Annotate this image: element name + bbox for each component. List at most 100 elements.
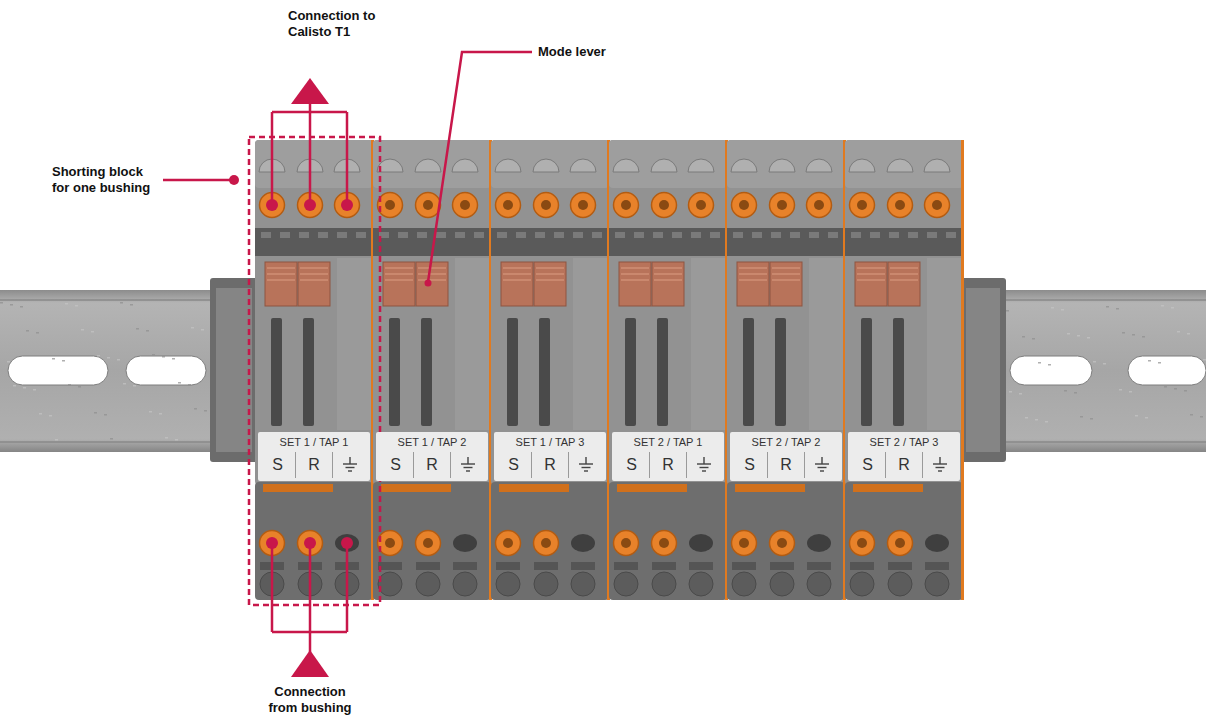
- channel-notch: [771, 232, 781, 238]
- channel-notch: [592, 232, 602, 238]
- speckle: [165, 437, 168, 439]
- spring-release: [888, 531, 913, 556]
- channel-notch: [946, 232, 956, 238]
- wire-entry: [770, 562, 794, 570]
- terminal-block: [491, 140, 610, 600]
- test-slot: [625, 318, 636, 426]
- wire-entry: [689, 562, 713, 570]
- earth-cell: [568, 452, 604, 478]
- release-hole: [739, 538, 749, 548]
- spring-release: [496, 531, 521, 556]
- callout-label: Connection from bushing: [260, 684, 360, 716]
- release-hole: [305, 538, 315, 548]
- release-hole: [857, 200, 867, 210]
- release-hole: [932, 200, 942, 210]
- lever-grip: [385, 273, 413, 275]
- speckle: [1077, 335, 1080, 337]
- lever-grip: [503, 267, 531, 269]
- release-hole: [621, 200, 631, 210]
- block-top-cap: [491, 140, 609, 188]
- marking-row: SR: [496, 452, 604, 478]
- channel-notch: [417, 232, 427, 238]
- spring-release: [850, 531, 875, 556]
- test-slot: [421, 318, 432, 426]
- block-lower-body: [727, 482, 845, 600]
- channel-notch: [337, 232, 347, 238]
- speckle: [68, 384, 71, 386]
- terminal-block: [609, 140, 728, 600]
- spring-release: [770, 193, 795, 218]
- screw-opening: [924, 159, 950, 172]
- speckle: [1032, 338, 1035, 340]
- speckle: [75, 305, 78, 307]
- block-top-cap: [609, 140, 727, 188]
- speckle: [1080, 416, 1083, 418]
- block-lower-body: [845, 482, 963, 600]
- speckle: [7, 361, 10, 363]
- earth-stroke: [700, 467, 709, 468]
- earth-cell: [922, 452, 958, 478]
- mode-lever: [652, 262, 684, 306]
- channel-notch: [927, 232, 937, 238]
- speckle: [1164, 386, 1167, 388]
- speckle: [1067, 333, 1070, 335]
- mode-lever: [855, 262, 887, 306]
- speckle: [1184, 390, 1187, 392]
- wire-opening: [496, 572, 520, 596]
- channel-notch: [870, 232, 880, 238]
- earth-opening: [453, 534, 477, 552]
- release-hole: [503, 538, 513, 548]
- channel-notch: [691, 232, 701, 238]
- mode-lever: [383, 262, 415, 306]
- mode-lever: [619, 262, 651, 306]
- lower-orange-edge: [735, 484, 805, 492]
- spring-release: [571, 193, 596, 218]
- channel-notch: [554, 232, 564, 238]
- jumper-channel: [609, 228, 727, 256]
- earth-stroke: [464, 467, 473, 468]
- channel-notch: [356, 232, 366, 238]
- terminal-marking: R: [413, 452, 449, 478]
- earth-stroke: [820, 470, 824, 471]
- channel-notch: [851, 232, 861, 238]
- terminal-marking: S: [850, 452, 885, 478]
- end-clamp: [960, 278, 1006, 462]
- earth-stroke: [584, 470, 588, 471]
- release-hole: [814, 200, 824, 210]
- lower-orange-edge: [381, 484, 451, 492]
- release-hole: [621, 538, 631, 548]
- strip-title: SET 1 / TAP 2: [378, 435, 486, 450]
- speckle: [1045, 421, 1048, 423]
- speckle: [107, 357, 110, 359]
- spring-release: [807, 193, 832, 218]
- strip-title: SET 1 / TAP 3: [496, 435, 604, 450]
- speckle: [13, 385, 16, 387]
- speckle: [65, 303, 68, 305]
- orange-separator: [961, 140, 964, 600]
- spring-release: [614, 531, 639, 556]
- connection-wire: [309, 543, 312, 632]
- end-clamp: [210, 278, 258, 462]
- block-upper-body: [845, 140, 963, 485]
- release-hole: [659, 200, 669, 210]
- clamp-body: [960, 278, 1006, 462]
- speckle: [0, 302, 3, 304]
- speckle: [123, 383, 126, 385]
- lever-grip: [536, 279, 564, 281]
- lever-grip: [654, 273, 682, 275]
- speckle: [104, 414, 107, 416]
- screw-opening: [806, 159, 832, 172]
- mode-lever: [298, 262, 330, 306]
- speckle: [1190, 414, 1193, 416]
- spring-release: [652, 531, 677, 556]
- speckle: [1019, 393, 1022, 395]
- lever-grip: [418, 267, 446, 269]
- speckle: [97, 355, 100, 357]
- release-hole: [777, 538, 787, 548]
- speckle: [133, 385, 136, 387]
- label-strip: SET 1 / TAP 2SR: [376, 432, 488, 481]
- lever-grip: [772, 267, 800, 269]
- spring-release: [770, 531, 795, 556]
- speckle: [36, 332, 39, 334]
- release-hole: [460, 200, 470, 210]
